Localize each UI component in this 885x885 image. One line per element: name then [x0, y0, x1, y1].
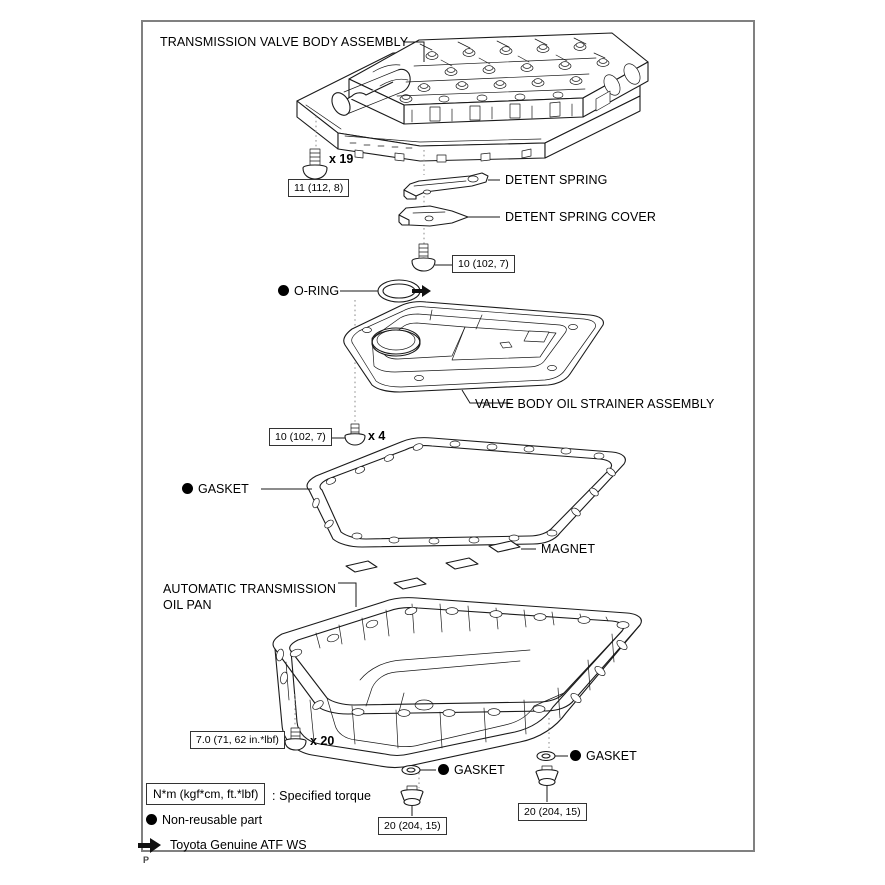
- legend-non-reusable-row: Non-reusable part: [146, 813, 262, 827]
- torque-strainer-bolts: 10 (102, 7): [269, 428, 332, 447]
- label-pan-gasket-row: GASKET: [182, 482, 249, 496]
- non-reusable-dot-icon: [570, 750, 581, 761]
- legend-non-reusable: Non-reusable part: [162, 813, 263, 827]
- non-reusable-dot-icon: [438, 764, 449, 775]
- label-o-ring-row: O-RING: [278, 284, 339, 298]
- label-drain-gasket-right: GASKET: [586, 749, 637, 763]
- torque-oil-pan-bolts: 7.0 (71, 62 in.*lbf): [190, 731, 285, 750]
- label-magnet: MAGNET: [541, 542, 596, 556]
- label-drain-gasket-left-row: GASKET: [438, 763, 505, 777]
- non-reusable-dot-icon: [278, 285, 289, 296]
- label-valve-body: TRANSMISSION VALVE BODY ASSEMBLY: [160, 35, 409, 49]
- torque-drain-plug-left: 20 (204, 15): [378, 817, 447, 836]
- label-detent-spring-cover: DETENT SPRING COVER: [505, 210, 656, 224]
- label-oil-pan: AUTOMATIC TRANSMISSION OIL PAN: [163, 582, 337, 612]
- legend-torque-unit-box: N*m (kgf*cm, ft.*lbf): [146, 783, 266, 805]
- torque-valve-body-bolts: 11 (112, 8): [288, 179, 350, 198]
- legend-fluid: Toyota Genuine ATF WS: [170, 838, 307, 852]
- torque-drain-plug-right: 20 (204, 15): [518, 803, 587, 822]
- label-drain-gasket-left: GASKET: [454, 763, 505, 777]
- label-oil-strainer: VALVE BODY OIL STRAINER ASSEMBLY: [475, 397, 715, 411]
- page-mark: P: [143, 855, 150, 865]
- torque-detent-cover-bolt: 10 (102, 7): [452, 255, 515, 274]
- count-oil-pan-bolts: x 20: [310, 734, 335, 748]
- label-detent-spring: DETENT SPRING: [505, 173, 608, 187]
- legend-fluid-row: Toyota Genuine ATF WS: [170, 838, 307, 852]
- count-valve-body-bolts: x 19: [329, 152, 354, 166]
- legend-torque-unit-suffix: : Specified torque: [272, 789, 372, 803]
- label-pan-gasket: GASKET: [198, 482, 249, 496]
- non-reusable-dot-icon: [146, 814, 157, 825]
- label-o-ring: O-RING: [294, 284, 340, 298]
- label-drain-gasket-right-row: GASKET: [570, 749, 637, 763]
- non-reusable-dot-icon: [182, 483, 193, 494]
- count-strainer-bolts: x 4: [368, 429, 386, 443]
- diagram-frame: [141, 20, 755, 852]
